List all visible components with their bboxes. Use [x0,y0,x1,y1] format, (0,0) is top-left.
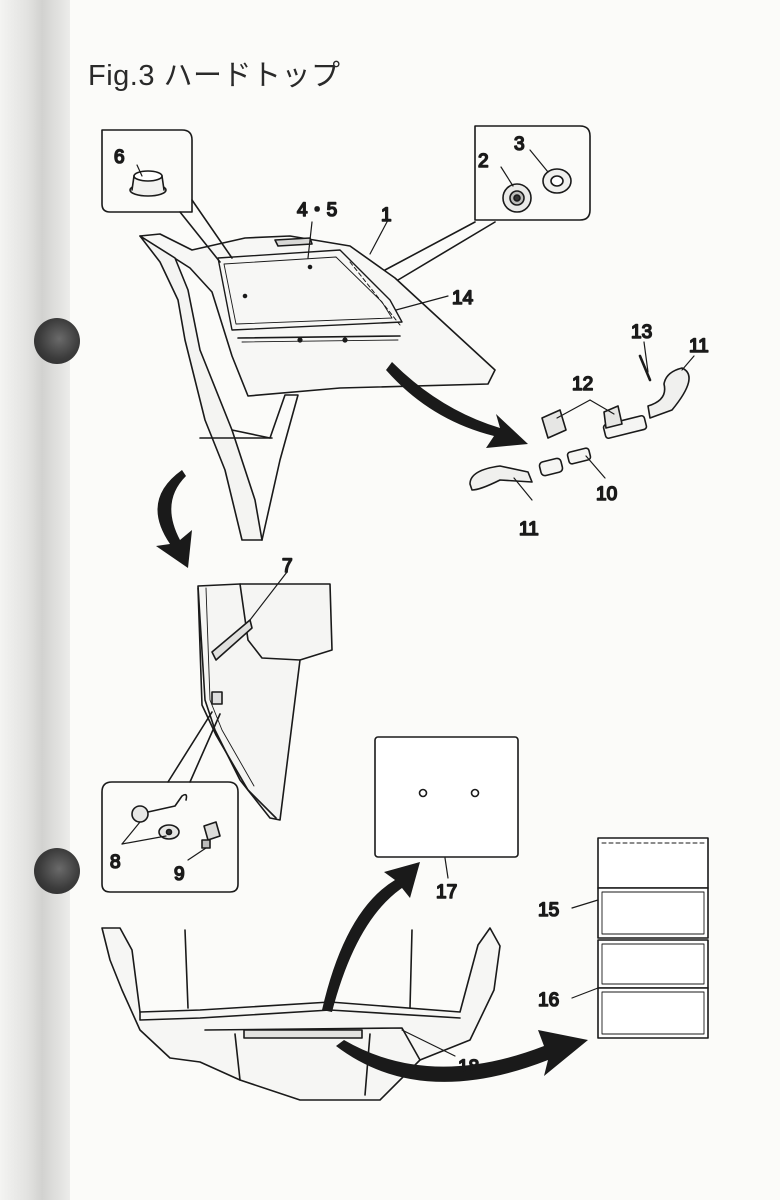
callout-12: 12 [572,374,593,395]
callout-6: 6 [114,147,125,168]
arrow-down [156,470,192,568]
storage-panels-15-16 [597,837,709,1039]
detail-box-2-3 [384,125,591,281]
binding-margin [0,0,70,1200]
callout-10: 10 [596,484,617,505]
hardtop-body [139,233,496,541]
rear-floor [101,927,501,1101]
rear-quarter-panel [197,583,333,821]
arrow-to-panel-17 [322,862,420,1012]
callout-8: 8 [110,852,121,873]
callout-11-upper: 11 [689,336,709,357]
callout-18: 18 [458,1057,479,1078]
callout-2: 2 [478,151,489,172]
callout-7: 7 [282,556,293,577]
callout-4-5: 4・5 [297,200,337,221]
punch-hole-lower [34,848,80,894]
grab-handle-parts [469,354,690,491]
callout-11-lower: 11 [519,519,539,540]
arrow-to-panels-15-16 [336,1030,588,1082]
callout-13: 13 [631,322,652,343]
callout-3: 3 [514,134,525,155]
leader-lines [121,149,695,1057]
panel-17 [374,736,519,858]
arrow-to-handle [386,362,528,448]
callout-14: 14 [452,288,474,309]
figure-title: Fig.3 ハードトップ [88,60,341,92]
callout-17: 17 [436,882,457,903]
punch-hole-upper [34,318,80,364]
callout-1: 1 [381,205,392,226]
callout-9: 9 [174,864,185,885]
callout-15: 15 [538,900,559,921]
detail-box-8-9 [101,711,239,893]
callout-16: 16 [538,990,559,1011]
